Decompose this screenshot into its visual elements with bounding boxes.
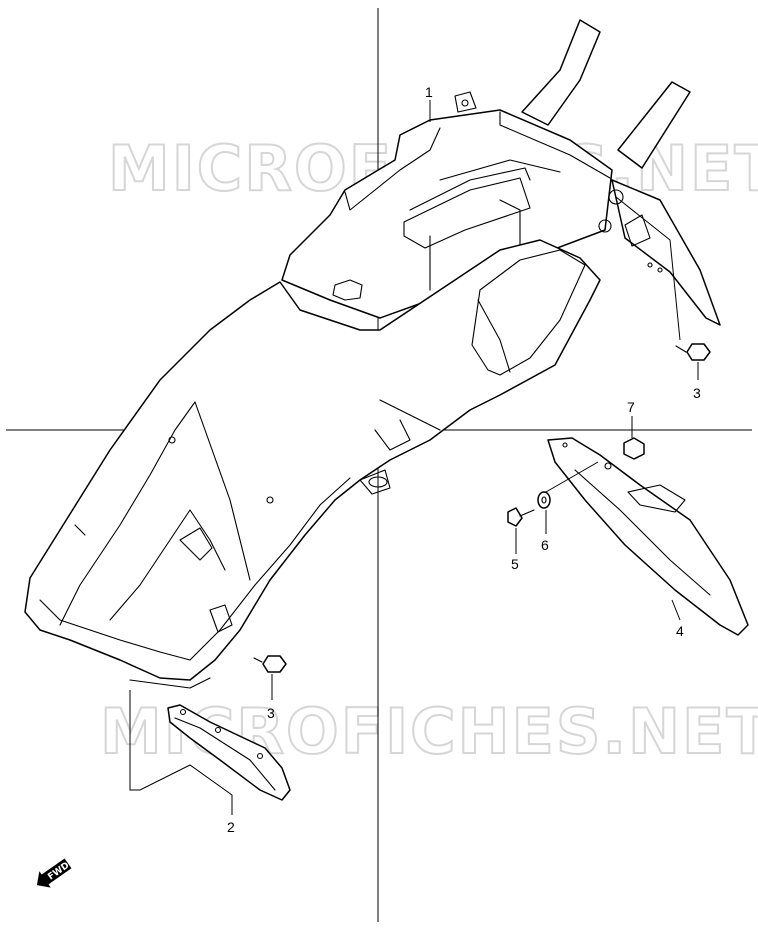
fender-shell — [24, 239, 601, 681]
callout-5: 5 — [511, 556, 519, 572]
bolt-upper — [675, 343, 711, 361]
frame-rail-front — [617, 81, 691, 169]
nut — [623, 437, 645, 460]
forward-arrow-icon — [36, 858, 72, 888]
frame-rail-rear — [521, 19, 601, 126]
callout-1: 1 — [425, 84, 433, 100]
callout-3-upper: 3 — [693, 385, 701, 401]
callout-3-lower: 3 — [267, 705, 275, 721]
battery-tray — [281, 109, 613, 319]
bolt-lower — [253, 655, 287, 673]
callout-6: 6 — [541, 537, 549, 553]
rear-fender-assembly — [24, 19, 721, 689]
screw — [507, 507, 535, 527]
leader-lines — [129, 100, 699, 815]
rear-cover — [547, 437, 749, 636]
washer — [537, 491, 551, 509]
lower-guard — [167, 704, 291, 801]
callout-2: 2 — [227, 819, 235, 835]
callout-4: 4 — [676, 623, 684, 639]
callout-7: 7 — [627, 399, 635, 415]
forward-direction-badge: FWD — [36, 858, 72, 888]
